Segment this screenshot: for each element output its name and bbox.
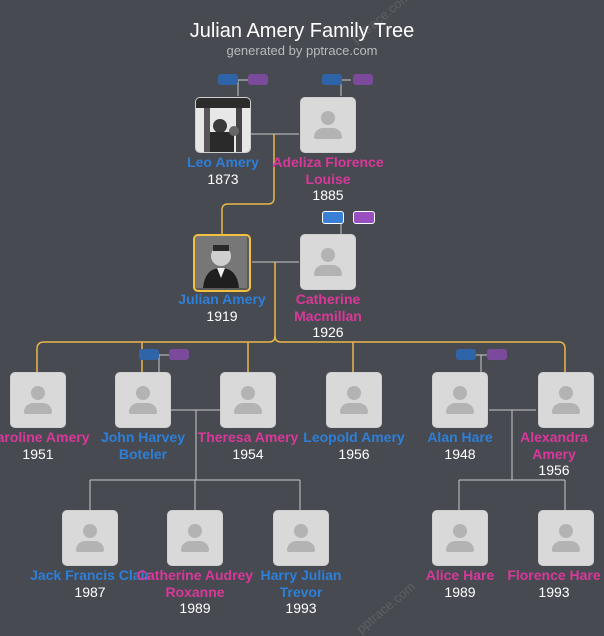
- person-name: Theresa Amery: [197, 429, 299, 445]
- expand-mother-button[interactable]: [487, 349, 507, 360]
- page-title: Julian Amery Family Tree: [189, 20, 415, 42]
- portrait-photo-icon: [195, 236, 247, 288]
- person-label: Catherine Macmillan 1926: [268, 291, 388, 341]
- person-label: John Harvey Boteler: [83, 429, 203, 462]
- person-year: 1989: [179, 600, 211, 616]
- avatar-placeholder-icon: [559, 524, 573, 538]
- person-year: 1989: [444, 583, 476, 600]
- person-year: 1993: [538, 583, 570, 600]
- person-label: Leopold Amery 1956: [294, 429, 414, 462]
- portrait-photo-icon: [196, 98, 250, 152]
- expand-mother-button[interactable]: [353, 211, 375, 224]
- person-photo[interactable]: [300, 234, 356, 290]
- person-label: Caroline Amery 1951: [0, 429, 98, 462]
- person-label: Florence Hare 1993: [504, 567, 604, 600]
- person-year: 1987: [74, 583, 106, 600]
- person-year: 1956: [338, 445, 370, 462]
- expand-father-button[interactable]: [322, 74, 342, 85]
- person-name: Adeliza Florence Louise: [272, 154, 384, 187]
- person-label: Jack Francis Clair 1987: [30, 567, 150, 600]
- person-year: 1885: [312, 187, 344, 203]
- avatar-placeholder-icon: [347, 386, 361, 400]
- person-name: Julian Amery: [178, 291, 266, 307]
- person-photo[interactable]: [10, 372, 66, 428]
- expand-mother-button[interactable]: [169, 349, 189, 360]
- person-photo[interactable]: [432, 372, 488, 428]
- person-photo[interactable]: [273, 510, 329, 566]
- person-year: 1948: [444, 445, 476, 462]
- person-photo[interactable]: [115, 372, 171, 428]
- person-label: Catherine Audrey Roxanne 1989: [135, 567, 255, 617]
- person-name: Catherine Audrey Roxanne: [136, 567, 254, 600]
- person-photo[interactable]: [300, 97, 356, 153]
- person-label: Julian Amery 1919: [162, 291, 282, 324]
- person-label: Theresa Amery 1954: [188, 429, 308, 462]
- person-year: 1954: [232, 445, 264, 462]
- person-name: Alice Hare: [425, 567, 495, 583]
- person-photo[interactable]: [193, 234, 251, 292]
- avatar-placeholder-icon: [294, 524, 308, 538]
- page-subtitle: generated by pptrace.com: [226, 43, 378, 58]
- person-name: Jack Francis Clair: [30, 567, 150, 583]
- person-year: 1926: [312, 324, 344, 340]
- person-name: Florence Hare: [507, 567, 601, 583]
- avatar-placeholder-icon: [453, 386, 467, 400]
- avatar-placeholder-icon: [321, 111, 335, 125]
- person-name: Leo Amery: [187, 154, 259, 170]
- person-label: Alexandra Amery 1956: [504, 429, 604, 479]
- expand-mother-button[interactable]: [353, 74, 373, 85]
- person-label: Alan Hare 1948: [400, 429, 520, 462]
- person-label: Leo Amery 1873: [163, 154, 283, 187]
- person-year: 1919: [206, 307, 238, 324]
- person-name: Alexandra Amery: [520, 429, 588, 462]
- person-label: Alice Hare 1989: [400, 567, 520, 600]
- expand-father-button[interactable]: [139, 349, 159, 360]
- person-photo[interactable]: [195, 97, 251, 153]
- person-photo[interactable]: [62, 510, 118, 566]
- person-year: 1873: [207, 170, 239, 187]
- person-name: Caroline Amery: [0, 429, 90, 445]
- avatar-placeholder-icon: [136, 386, 150, 400]
- avatar-placeholder-icon: [559, 386, 573, 400]
- avatar-placeholder-icon: [241, 386, 255, 400]
- avatar-placeholder-icon: [188, 524, 202, 538]
- person-label: Harry Julian Trevor 1993: [241, 567, 361, 617]
- person-photo[interactable]: [220, 372, 276, 428]
- expand-father-button[interactable]: [322, 211, 344, 224]
- person-photo[interactable]: [167, 510, 223, 566]
- person-year: 1993: [285, 600, 317, 616]
- avatar-placeholder-icon: [31, 386, 45, 400]
- person-name: Leopold Amery: [303, 429, 405, 445]
- expand-father-button[interactable]: [218, 74, 238, 85]
- person-year: 1951: [22, 445, 54, 462]
- person-photo[interactable]: [538, 510, 594, 566]
- person-photo[interactable]: [326, 372, 382, 428]
- person-name: Catherine Macmillan: [294, 291, 362, 324]
- person-year: 1956: [538, 462, 570, 478]
- person-photo[interactable]: [538, 372, 594, 428]
- person-label: Adeliza Florence Louise 1885: [268, 154, 388, 204]
- person-name: Alan Hare: [427, 429, 493, 445]
- person-name: John Harvey Boteler: [100, 429, 186, 462]
- avatar-placeholder-icon: [453, 524, 467, 538]
- person-photo[interactable]: [432, 510, 488, 566]
- avatar-placeholder-icon: [83, 524, 97, 538]
- avatar-placeholder-icon: [321, 248, 335, 262]
- person-name: Harry Julian Trevor: [260, 567, 342, 600]
- expand-father-button[interactable]: [456, 349, 476, 360]
- expand-mother-button[interactable]: [248, 74, 268, 85]
